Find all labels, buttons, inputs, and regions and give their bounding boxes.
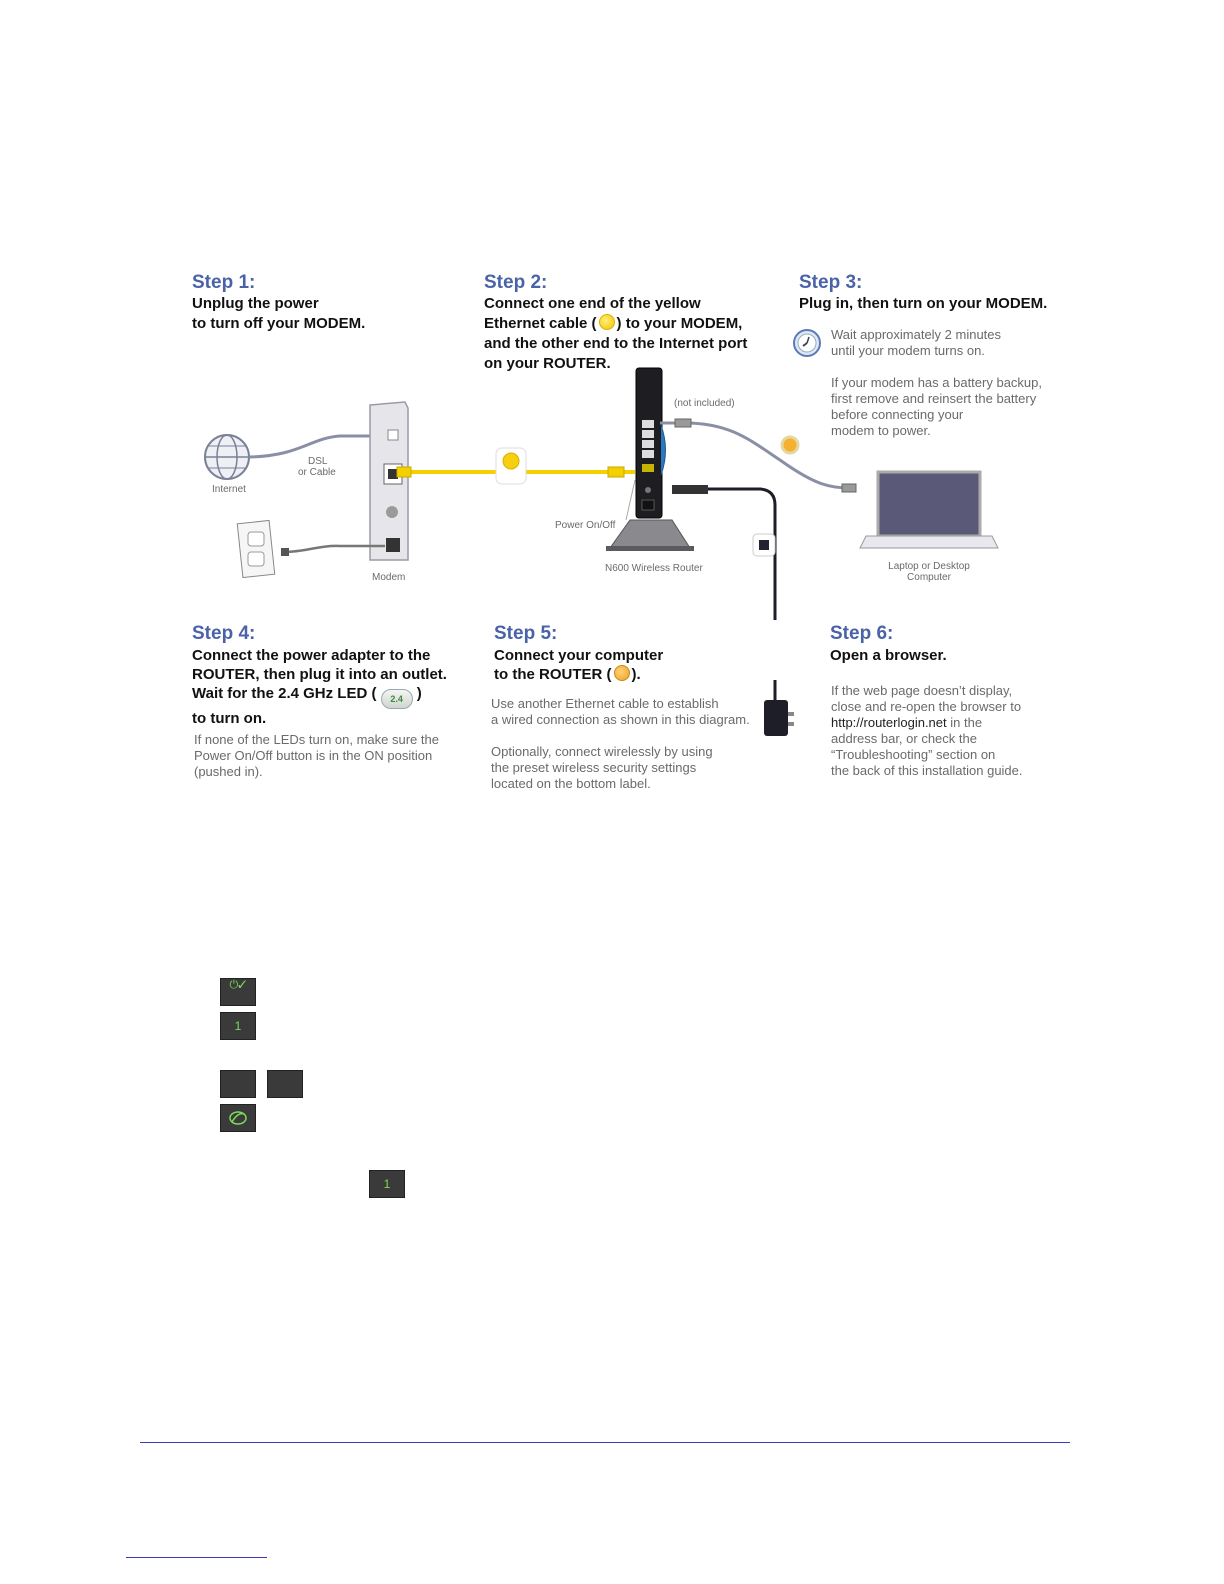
note-line: first remove and reinsert the battery: [831, 391, 1037, 406]
not-included-label: (not included): [674, 398, 735, 409]
step5-text: to the ROUTER (: [494, 666, 612, 683]
note-line: the preset wireless security settings: [491, 760, 697, 775]
step4-line: Wait for the 2.4 GHz LED ( 2.4 ): [192, 684, 447, 709]
step6-note: If the web page doesn’t display, close a…: [831, 683, 1023, 779]
step1-instructions: Unplug the power to turn off your MODEM.: [192, 294, 365, 334]
step2-text: ) to your MODEM,: [616, 315, 743, 332]
step1-line: to turn off your MODEM.: [192, 315, 366, 332]
note-line: http://routerlogin.net in the: [831, 715, 1023, 731]
step5-wired-note: Use another Ethernet cable to establish …: [491, 696, 750, 728]
step4-note: If none of the LEDs turn on, make sure t…: [194, 732, 439, 780]
step2-title: Step 2:: [484, 272, 548, 293]
router-label: N600 Wireless Router: [605, 563, 703, 574]
step5-line: to the ROUTER ().: [494, 665, 663, 684]
note-line: Wait approximately 2 minutes: [831, 327, 1002, 342]
footnote-rule: [126, 1557, 267, 1558]
orange-cable-tag: [780, 435, 800, 455]
step5-title: Step 5:: [494, 623, 558, 644]
modem-power-cable: [284, 544, 385, 554]
computer-ethernet-cable: [660, 421, 851, 490]
step5-text: ).: [631, 666, 641, 683]
yellow-port-icon: [598, 314, 615, 330]
led-blank-icon: [220, 1070, 256, 1098]
note-line: “Troubleshooting” section on: [831, 747, 996, 762]
note-line: until your modem turns on.: [831, 343, 985, 358]
router-power-cable: [680, 487, 777, 620]
internet-led-icon: [220, 1104, 256, 1132]
note-line: a wired connection as shown in this diag…: [491, 712, 750, 727]
step6-instructions: Open a browser.: [830, 647, 947, 664]
clock-icon: [793, 329, 821, 357]
led-24ghz-icon: 2.4: [380, 689, 413, 709]
step4-line: to turn on.: [192, 710, 267, 727]
step3-battery-note: If your modem has a battery backup, firs…: [831, 375, 1042, 439]
step4-text: Wait for the 2.4 GHz LED (: [192, 685, 377, 702]
note-line: Optionally, connect wirelessly by using: [491, 744, 713, 759]
step1-line: Unplug the power: [192, 295, 319, 312]
laptop-label: Laptop or Desktop Computer: [887, 561, 971, 583]
note-line: Use another Ethernet cable to establish: [491, 696, 719, 711]
modem-icon: [369, 401, 409, 561]
led-blank-icon: [267, 1070, 303, 1098]
step4-instructions: Connect the power adapter to the ROUTER,…: [192, 646, 447, 728]
orange-port-icon: [613, 665, 630, 681]
connection-diagram: [204, 367, 999, 620]
step2-line: on your ROUTER.: [484, 355, 611, 372]
wall-outlet-icon: [236, 519, 276, 579]
modem-label: Modem: [372, 572, 406, 583]
note-line: located on the bottom label.: [491, 776, 651, 791]
cable-label: or Cable: [298, 467, 336, 478]
step3-title: Step 3:: [799, 272, 863, 293]
router-icon: [606, 367, 694, 551]
port-led-icon-inline: 1: [369, 1170, 405, 1198]
note-text: in the: [946, 715, 983, 730]
note-line: (pushed in).: [194, 764, 263, 779]
laptop-label-line: Laptop or Desktop: [888, 561, 970, 572]
power-onoff-label: Power On/Off: [555, 520, 616, 531]
step2-line: Connect one end of the yellow: [484, 295, 701, 312]
step2-line: Ethernet cable ( ) to your MODEM,: [484, 314, 747, 334]
power-led-icon: ⏻✓: [220, 978, 256, 1006]
yellow-cable-tag: [495, 447, 527, 485]
globe-icon: [204, 434, 250, 480]
port-led-icon: 1: [220, 1012, 256, 1040]
step3-instructions: Plug in, then turn on your MODEM.: [799, 295, 1048, 312]
step4-line: ROUTER, then plug it into an outlet.: [192, 666, 447, 683]
internet-cable: [248, 434, 390, 459]
step4-text: ): [416, 685, 422, 702]
step2-text: Ethernet cable (: [484, 315, 597, 332]
step2-instructions: Connect one end of the yellow Ethernet c…: [484, 294, 747, 374]
globe-led-icon: [229, 1111, 247, 1125]
note-line: before connecting your: [831, 407, 964, 422]
note-line: If the web page doesn’t display,: [831, 683, 1013, 698]
step4-title: Step 4:: [192, 623, 256, 644]
note-line: If your modem has a battery backup,: [831, 375, 1042, 390]
note-line: the back of this installation guide.: [831, 763, 1023, 778]
step5-instructions: Connect your computer to the ROUTER ().: [494, 646, 663, 684]
step3-wait-note: Wait approximately 2 minutes until your …: [831, 327, 1001, 359]
note-line: If none of the LEDs turn on, make sure t…: [194, 732, 439, 747]
step6-title: Step 6:: [830, 623, 894, 644]
note-line: modem to power.: [831, 423, 931, 438]
note-line: address bar, or check the: [831, 731, 977, 746]
step1-title: Step 1:: [192, 272, 256, 293]
dsl-label: DSL: [308, 456, 328, 467]
step5-wireless-note: Optionally, connect wirelessly by using …: [491, 744, 713, 792]
internet-label: Internet: [212, 484, 246, 495]
note-line: Power On/Off button is in the ON positio…: [194, 748, 433, 763]
laptop-label-line: Computer: [907, 572, 951, 583]
step4-line: Connect the power adapter to the: [192, 647, 431, 664]
power-adapter-icon: [764, 680, 794, 736]
router-login-url: http://routerlogin.net: [831, 715, 947, 730]
note-line: close and re-open the browser to: [831, 699, 1022, 714]
footer-rule: [140, 1442, 1070, 1443]
step5-line: Connect your computer: [494, 647, 664, 664]
laptop-icon: [859, 470, 999, 549]
step2-line: and the other end to the Internet port: [484, 335, 748, 352]
